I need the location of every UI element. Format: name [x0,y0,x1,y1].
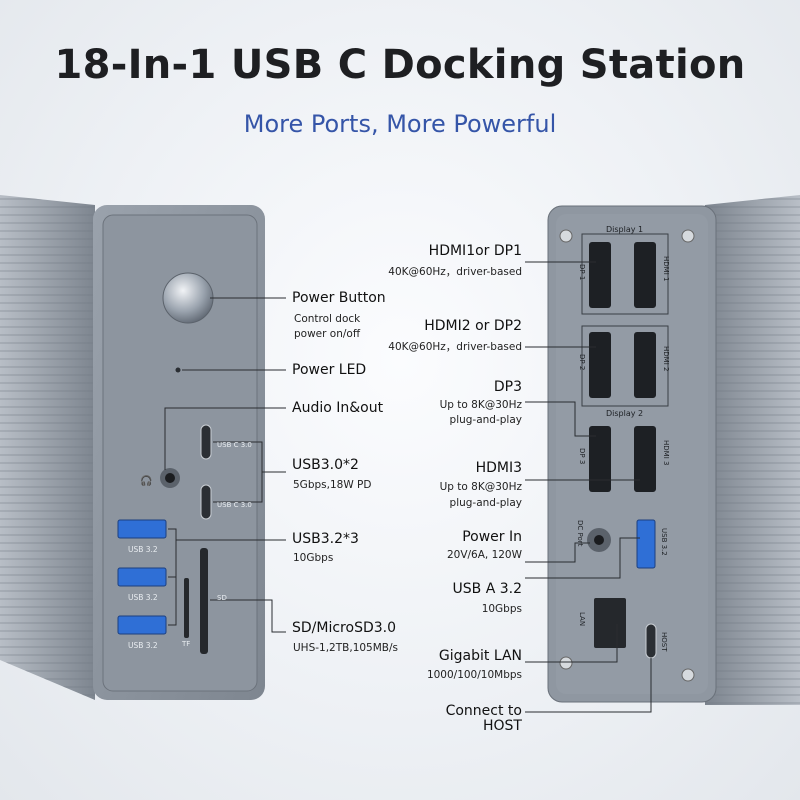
hdmi1-text: HDMI 1 [662,256,670,281]
hdmi2-dp2-label: HDMI2 or DP2 [424,318,522,334]
dp3-text: DP 3 [578,448,586,464]
usb-a-label: USB A 3.2 [452,581,522,597]
usb30-label: USB3.0*2 [292,457,359,473]
audio-label: Audio In&out [292,400,384,416]
dp3-desc1: Up to 8K@30Hz [439,399,522,411]
display2-text: Display 2 [606,409,643,418]
page-subtitle: More Ports, More Powerful [243,110,557,138]
sd-desc: UHS-1,2TB,105MB/s [293,642,398,654]
hdmi1-dp1-desc: 40K@60Hz，driver-based [388,266,522,278]
hdmi3-desc2: plug-and-play [449,497,522,509]
power-button-desc2: power on/off [294,328,361,340]
tf-slot-text: TF [181,640,190,648]
hdmi2-dp2-desc: 40K@60Hz，driver-based [388,341,522,353]
lan-desc: 1000/100/10Mbps [426,669,522,681]
dp3-desc2: plug-and-play [449,414,522,426]
usbc-port-text-2: USB C 3.0 [217,501,252,509]
host-label-2: HOST [483,718,522,734]
lan-text: LAN [578,612,586,626]
hdmi1-dp1-label: HDMI1or DP1 [428,243,522,259]
front-unit: 🎧 [0,195,265,700]
usb32-rear-text: USB 3.2 [660,528,668,556]
usb32-desc: 10Gbps [293,552,334,564]
hdmi3-label: HDMI3 [475,460,522,476]
power-in-label: Power In [462,529,522,545]
usbc-port-text-1: USB C 3.0 [217,441,252,449]
power-led-label: Power LED [292,362,367,378]
sd-slot-text: SD [217,594,227,602]
usb32-port-text-1: USB 3.2 [128,545,158,554]
lan-label: Gigabit LAN [438,648,522,664]
usb32-port-text-3: USB 3.2 [128,641,158,650]
power-led-dot [175,367,181,373]
sd-label: SD/MicroSD3.0 [292,620,396,636]
power-button-desc1: Control dock [294,313,361,325]
power-button-knob [162,272,214,324]
hdmi3-desc1: Up to 8K@30Hz [439,481,522,493]
display1-text: Display 1 [606,225,643,234]
host-text: HOST [660,632,668,652]
power-button-label: Power Button [292,290,386,306]
power-in-desc: 20V/6A, 120W [446,549,522,561]
usb32-label: USB3.2*3 [292,531,359,547]
hdmi3-text: HDMI 3 [662,440,670,465]
usb-a-desc: 10Gbps [481,603,522,615]
host-label-1: Connect to [445,703,522,719]
page-title: 18-In-1 USB C Docking Station [54,42,746,88]
svg-text:🎧: 🎧 [140,474,152,487]
dp2-text: DP 2 [578,354,586,370]
dp1-text: DP 1 [578,264,586,280]
usb32-port-text-2: USB 3.2 [128,593,158,602]
dc-port-text: DC Port [576,520,584,547]
dp3-label: DP3 [493,379,522,395]
usb30-desc: 5Gbps,18W PD [293,479,372,491]
hdmi2-text: HDMI 2 [662,346,670,371]
leader-lines [164,261,652,713]
